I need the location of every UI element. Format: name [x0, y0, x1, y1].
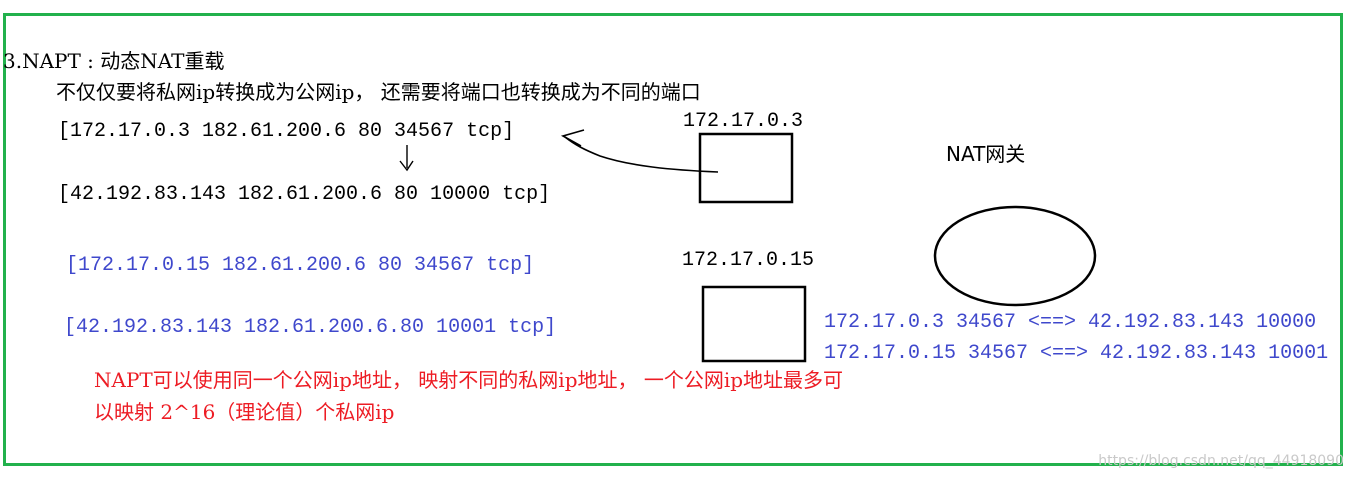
host1-label: 172.17.0.3 — [683, 110, 804, 133]
section-description: 不仅仅要将私网ip转换成为公网ip， 还需要将端口也转换成为不同的端口 — [56, 80, 701, 104]
gateway-label: NAT网关 — [946, 142, 1026, 166]
nat-table-row2: 172.17.0.15 34567 <==> 42.192.83.143 100… — [824, 342, 1329, 365]
mapping-second-public: [42.192.83.143 182.61.200.6.80 10001 tcp… — [64, 316, 557, 339]
down-arrow-head — [399, 160, 414, 172]
nat-table-row1: 172.17.0.3 34567 <==> 42.192.83.143 1000… — [824, 311, 1317, 334]
host1-box — [698, 132, 794, 204]
note-line2: 以映射 2^16（理论值）个私网ip — [94, 400, 395, 424]
host2-box — [701, 285, 807, 363]
curved-arrow — [564, 136, 719, 173]
curved-arrow-head — [560, 129, 585, 147]
mapping-first-public: [42.192.83.143 182.61.200.6 80 10000 tcp… — [58, 183, 551, 206]
gateway-ellipse — [933, 205, 1097, 307]
diagram-frame — [3, 13, 1343, 466]
section-heading: 3.NAPT : 动态NAT重载 — [3, 49, 225, 73]
watermark: https://blog.csdn.net/qq_44918090 — [1098, 453, 1344, 469]
host2-label: 172.17.0.15 — [682, 249, 815, 272]
note-line1: NAPT可以使用同一个公网ip地址， 映射不同的私网ip地址， 一个公网ip地址… — [94, 368, 844, 392]
mapping-first-private: [172.17.0.3 182.61.200.6 80 34567 tcp] — [58, 120, 515, 143]
mapping-second-private: [172.17.0.15 182.61.200.6 80 34567 tcp] — [66, 254, 535, 277]
